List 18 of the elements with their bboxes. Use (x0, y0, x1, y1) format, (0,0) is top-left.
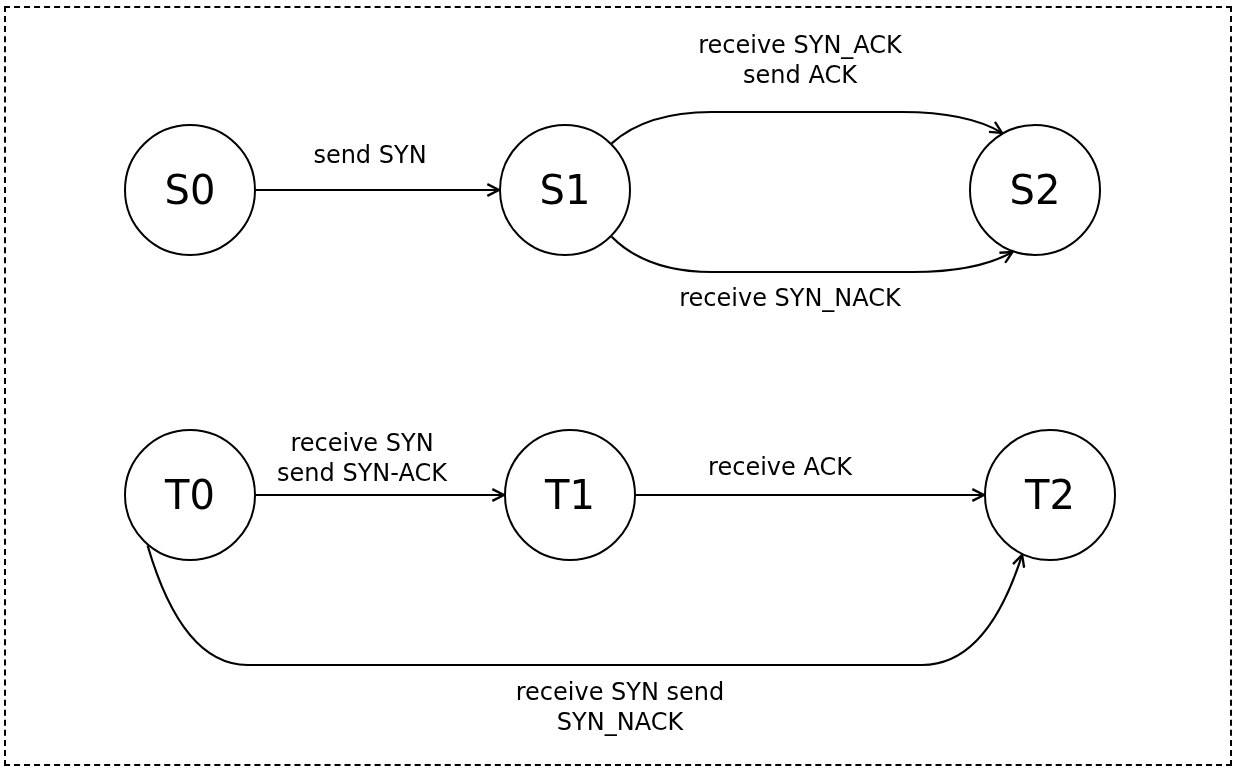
state-label: S0 (164, 170, 216, 210)
edge-label: receive SYN send SYN-ACK (276, 428, 448, 488)
edge-label: receive ACK (707, 452, 853, 482)
state-label: S2 (1009, 170, 1061, 210)
edge-label: receive SYN send SYN_NACK (514, 677, 726, 737)
state-label: T0 (165, 475, 215, 515)
arrow (146, 545, 1025, 667)
edge-label: send SYN (312, 140, 428, 170)
state-label: T2 (1025, 475, 1075, 515)
state-label: S1 (539, 170, 591, 210)
arrow (256, 183, 501, 197)
state-label: T1 (545, 475, 595, 515)
arrow (610, 235, 1014, 274)
arrow (256, 488, 506, 502)
arrow (636, 488, 986, 502)
edge-label: receive SYN_ACK send ACK (697, 30, 903, 90)
arrow (610, 110, 1004, 145)
edge-label: receive SYN_NACK (678, 283, 902, 313)
